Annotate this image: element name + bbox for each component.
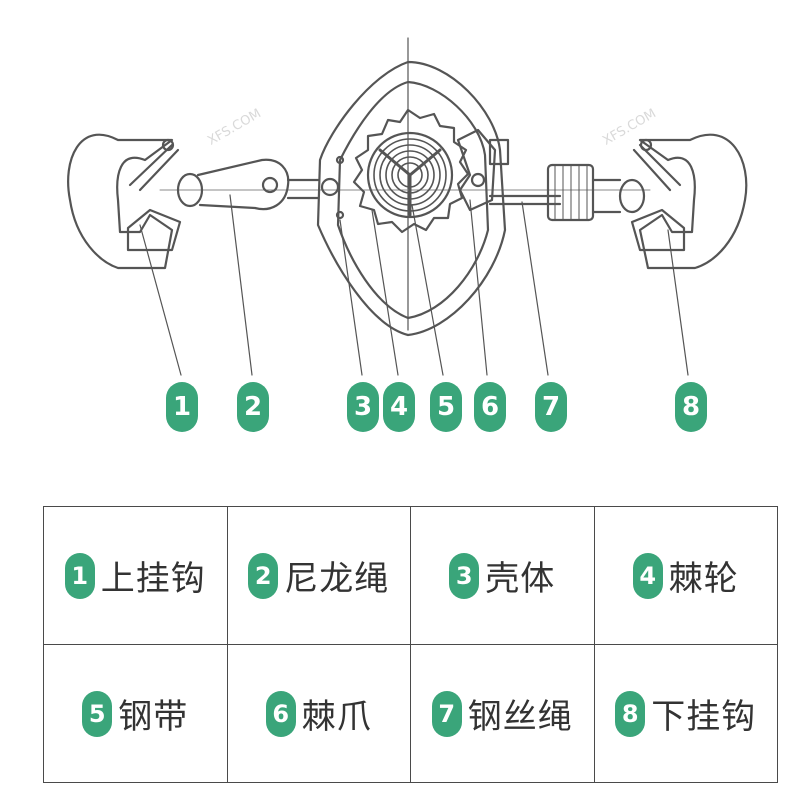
pawl [456,128,510,212]
ratchet-wheel [352,108,470,234]
legend-label: 钢带 [118,697,189,737]
upper-hook [67,133,182,270]
legend-number: 2 [248,552,279,599]
callout-7: 7 [535,382,567,432]
lower-hook [630,133,748,270]
legend-number: 7 [431,690,462,737]
legend-label: 下挂钩 [651,697,757,737]
callout-1: 1 [166,382,198,432]
callout-8: 8 [675,382,707,432]
steel-band [373,138,447,217]
legend-number: 5 [82,690,113,737]
legend-number: 3 [449,552,480,599]
leader-lines [139,194,689,376]
legend-number: 4 [632,552,663,599]
legend-label: 棘爪 [301,697,372,737]
housing [316,60,507,337]
callout-6: 6 [474,382,506,432]
callout-3: 3 [347,382,379,432]
legend-number: 8 [615,690,646,737]
legend-number: 6 [265,690,296,737]
callout-4: 4 [383,382,415,432]
callout-5: 5 [430,382,462,432]
tensioner-diagram [67,37,748,376]
legend-label: 尼龙绳 [284,559,390,599]
legend-label: 壳体 [485,559,556,599]
nylon-rope [176,158,320,211]
callout-2: 2 [237,382,269,432]
steel-wire-rope [488,163,646,222]
legend-label: 上挂钩 [100,559,206,599]
legend-number: 1 [64,552,95,599]
legend-label: 棘轮 [668,559,739,599]
legend-label: 钢丝绳 [467,697,573,737]
